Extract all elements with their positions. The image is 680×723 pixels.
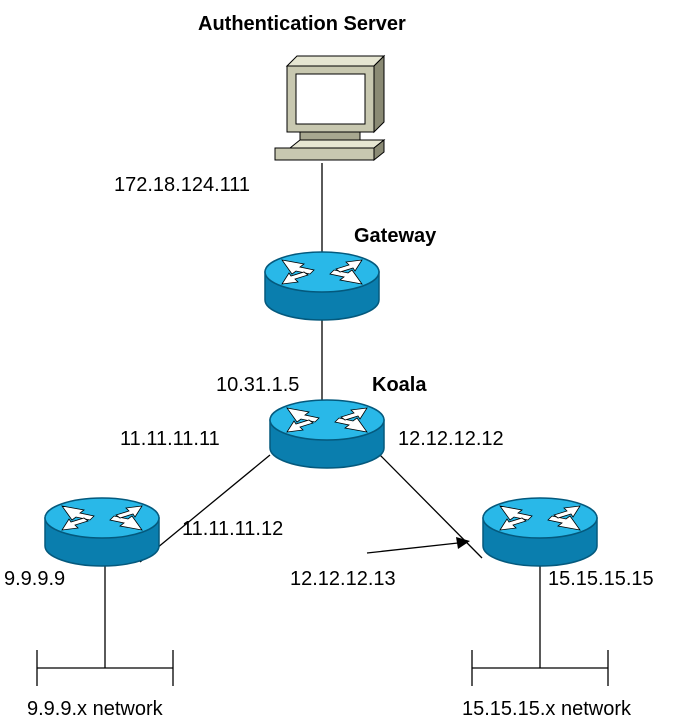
diagram-title: Authentication Server	[198, 13, 406, 35]
left-router-link-ip: 11.11.11.12	[182, 518, 284, 540]
annotation-arrow	[366, 537, 470, 554]
koala-ip-up: 10.31.1.5	[216, 374, 300, 396]
left-network-segment	[36, 650, 174, 686]
gateway-router-icon	[264, 251, 380, 321]
gateway-label: Gateway	[354, 225, 437, 247]
left-router-icon	[44, 497, 160, 567]
koala-ip-right: 12.12.12.12	[398, 428, 504, 450]
right-router-icon	[482, 497, 598, 567]
right-network-segment	[471, 650, 609, 686]
left-router-lan-ip: 9.9.9.9	[4, 568, 66, 590]
right-router-lan-ip: 15.15.15.15	[548, 568, 654, 590]
right-network-label: 15.15.15.x network	[462, 698, 631, 720]
koala-ip-left: 11.11.11.11	[120, 428, 220, 450]
auth-server-ip: 172.18.124.111	[114, 174, 251, 196]
link-koala-left	[139, 454, 271, 563]
right-router-link-ip: 12.12.12.13	[290, 568, 396, 590]
koala-label: Koala	[372, 374, 427, 396]
koala-router-icon	[269, 399, 385, 469]
workstation-icon	[274, 54, 386, 162]
left-network-label: 9.9.9.x network	[27, 698, 163, 720]
